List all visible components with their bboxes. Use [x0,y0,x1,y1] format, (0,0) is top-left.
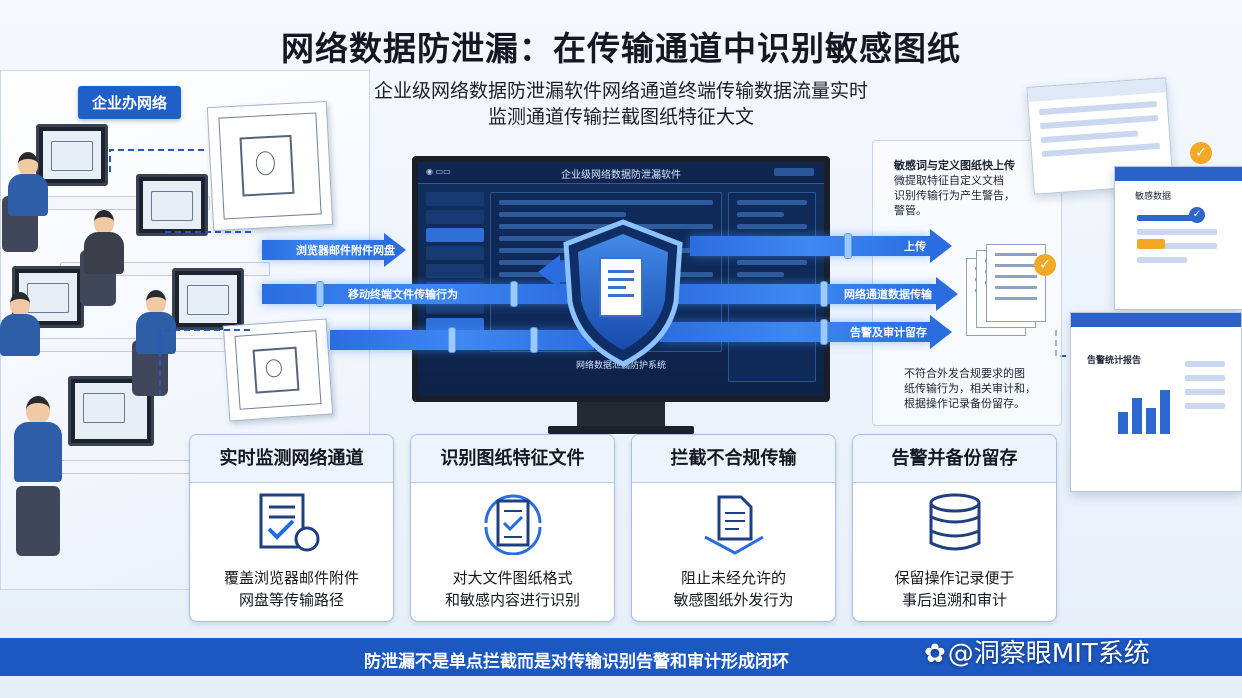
software-titlebar: ◉ ▭▭ 企业级网络数据防泄漏软件 [418,162,824,184]
bar-chart-icon [1116,386,1176,434]
note-line: 微提取特征自定义文档 [894,174,1004,187]
office-computer [172,268,244,330]
office-worker [84,210,124,280]
note-line: 识别传输行为产生警告， [894,189,1015,202]
transfer-lane-left-1: 浏览器邮件附件网盘 [262,233,406,267]
blueprint-drawing [222,318,334,422]
software-caption: 网络数据泄漏防护系统 [575,361,666,371]
note-line: 根据操作记录备份留存。 [904,397,1025,410]
feature-card-monitor: 实时监测网络通道 覆盖浏览器邮件附件 网盘等传输路径 [189,434,394,622]
office-worker [14,396,62,486]
feature-card-identify: 识别图纸特征文件 对大文件图纸格式 和敏感内容进行识别 [410,434,615,622]
software-nav-item[interactable] [426,264,484,278]
office-desk [40,460,190,474]
card-description: 覆盖浏览器邮件附件 网盘等传输路径 [190,567,393,611]
transfer-lane-left-2: 移动终端文件传输行为 [262,281,584,307]
card-line: 事后追溯和审计 [901,591,1007,609]
lane-node [316,281,324,307]
right-note-top: 敏感词与定义图纸快上传 微提取特征自定义文档 识别传输行为产生警告， 警管。 [894,158,1015,218]
lane-node [510,281,518,307]
lane-node [844,233,852,259]
card-line: 对大文件图纸格式 [452,569,573,587]
window-heading: 告警统计报告 [1087,356,1142,366]
page-title: 网络数据防泄漏：在传输通道中识别敏感图纸 [281,29,961,68]
verify-check-icon: ✓ [1189,207,1205,223]
watermark-text: @洞察眼MIT系统 [947,639,1150,669]
lane-label: 网络通道数据传输 [844,288,932,301]
document-scan-icon [484,494,542,555]
footer-banner: 防泄漏不是单点拦截而是对传输识别告警和审计形成闭环 [0,638,1242,676]
card-description: 阻止未经允许的 敏感图纸外发行为 [632,567,835,611]
feature-card-backup: 告警并备份留存 保留操作记录便于 事后追溯和审计 [852,434,1057,622]
office-computer [36,124,108,186]
software-nav-item[interactable] [426,210,484,224]
document-block-icon [704,495,764,555]
window-controls [774,168,814,176]
lane-label: 告警及审计留存 [850,326,927,339]
office-network-label: 企业办网络 [78,86,182,119]
upload-lane: 上传 [690,229,952,263]
software-nav-item[interactable] [426,192,484,206]
card-description: 保留操作记录便于 事后追溯和审计 [853,567,1056,611]
card-title: 识别图纸特征文件 [411,435,614,483]
card-title: 拦截不合规传输 [632,435,835,483]
note-line: 警管。 [894,204,927,217]
approved-check-icon: ✓ [1190,142,1212,164]
subtitle-line-2: 监测通道传输拦截图纸特征大文 [487,106,754,128]
card-line: 保留操作记录便于 [894,569,1015,587]
card-line: 和敏感内容进行识别 [444,591,580,609]
software-logo-icon: ◉ ▭▭ [426,167,451,176]
card-description: 对大文件图纸格式 和敏感内容进行识别 [411,567,614,611]
note-line: 不符合外发合规要求的图 [904,367,1025,380]
lane-node [820,281,828,307]
lane-node [820,319,828,345]
lane-label: 移动终端文件传输行为 [348,288,458,301]
footer-slogan: 防泄漏不是单点拦截而是对传输识别告警和审计形成闭环 [364,652,789,672]
office-worker [8,152,48,222]
note-line: 纸传输行为，相关审计和， [904,382,1036,395]
database-icon [929,493,981,551]
sensitive-data-window: 敏感数据 ✓ [1114,166,1242,310]
right-note-bottom: 不符合外发合规要求的图 纸传输行为，相关审计和， 根据操作记录备份留存。 [904,366,1036,411]
office-computer [136,174,208,236]
software-nav-item-active[interactable] [426,318,484,332]
software-nav-item[interactable] [426,246,484,260]
monitor-base [548,426,694,434]
page-subtitle: 企业级网络数据防泄漏软件网络通道终端传输数据流量实时 监测通道传输拦截图纸特征大… [300,78,942,130]
card-line: 阻止未经允许的 [680,569,786,587]
document-stack-icon [966,244,1046,340]
note-line: 敏感词与定义图纸快上传 [894,159,1015,172]
lane-label: 浏览器邮件附件网盘 [296,244,395,257]
alert-report-window: 告警统计报告 [1070,312,1242,492]
transfer-lane-left-3 [330,327,594,353]
office-worker [136,290,176,360]
document-approved-icon: ✓ [1034,254,1056,276]
card-line: 敏感图纸外发行为 [673,591,794,609]
document-check-icon [259,493,320,552]
lane-label: 上传 [904,240,926,253]
card-title: 告警并备份留存 [853,435,1056,483]
watermark: ✿@洞察眼MIT系统 [924,633,1150,670]
subtitle-line-1: 企业级网络数据防泄漏软件网络通道终端传输数据流量实时 [373,80,868,102]
feature-card-block: 拦截不合规传输 阻止未经允许的 敏感图纸外发行为 [631,434,836,622]
network-transfer-lane: 网络通道数据传输 [660,277,958,311]
warning-marker [1137,239,1165,249]
software-window-title: 企业级网络数据防泄漏软件 [561,170,681,181]
software-nav-item-active[interactable] [426,228,484,242]
office-worker [0,292,40,362]
security-shield-icon [563,219,683,367]
card-line: 覆盖浏览器邮件附件 [223,569,359,587]
audit-lane: 告警及审计留存 [660,315,952,349]
lane-node [530,327,538,353]
card-line: 网盘等传输路径 [238,591,344,609]
monitor-stand [577,402,665,428]
lane-node [448,327,456,353]
card-title: 实时监测网络通道 [190,435,393,483]
office-chair [16,486,60,556]
window-heading: 敏感数据 [1135,192,1172,202]
paw-logo-icon: ✿ [924,639,946,669]
